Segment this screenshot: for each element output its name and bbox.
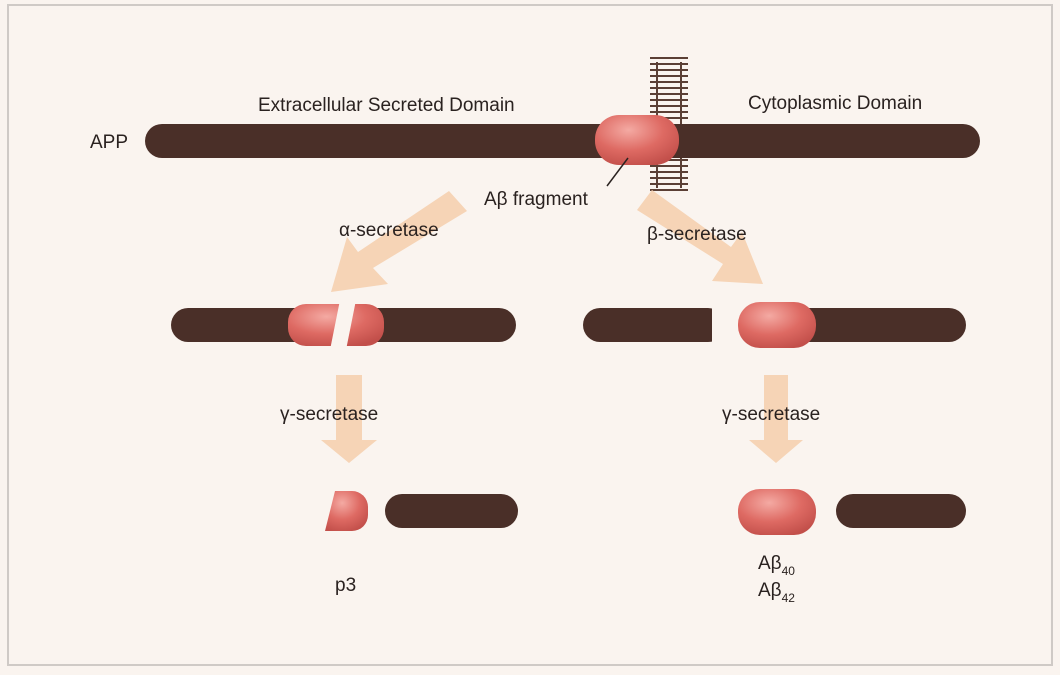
beta-secretase-label: β-secretase — [647, 224, 747, 245]
p3-label: p3 — [335, 575, 356, 596]
alpha-secretase-label: α-secretase — [339, 220, 439, 241]
app-protein-bar — [145, 124, 980, 158]
abeta-fragment-label: Aβ fragment — [484, 189, 589, 210]
abeta-fragment-shape — [595, 115, 679, 165]
gamma-secretase-left-label: γ-secretase — [280, 404, 378, 425]
cytoplasmic-domain-label: Cytoplasmic Domain — [748, 93, 922, 114]
app-label: APP — [90, 132, 128, 153]
p3-products — [325, 491, 518, 531]
extracellular-domain-label: Extracellular Secreted Domain — [258, 95, 515, 116]
gamma-secretase-right-label: γ-secretase — [722, 404, 820, 425]
